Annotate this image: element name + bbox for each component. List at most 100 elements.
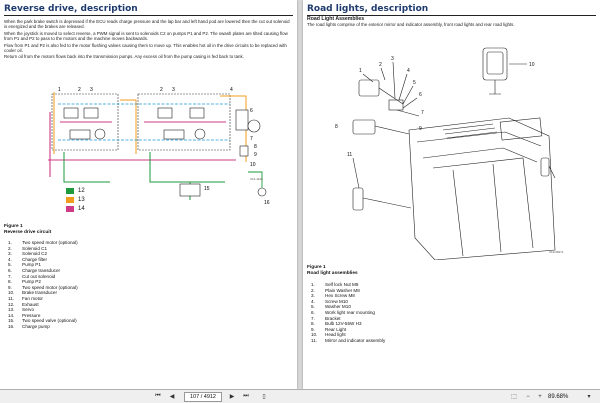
legend-swatch	[66, 187, 74, 194]
list-item: 8.Pump P2	[4, 279, 78, 285]
list-item-number: 13.	[8, 307, 15, 313]
svg-text:2: 2	[78, 87, 81, 93]
svg-text:8: 8	[335, 124, 338, 130]
list-item-text: Solenoid C1	[22, 245, 48, 251]
legend-swatch	[66, 205, 74, 212]
list-item-number: 4.	[8, 256, 12, 262]
page-number-input[interactable]: 107 / 4912	[184, 392, 222, 402]
list-item-text: Self lock Nut M8	[325, 282, 359, 287]
list-item-text: Pump P2	[22, 279, 41, 285]
section-subtitle: Road Light Assemblies	[307, 16, 365, 22]
list-item-number: 4.	[311, 298, 315, 304]
figure-caption: Figure 1 Road light assemblies	[307, 265, 358, 276]
list-item-text: Brake transducer	[22, 290, 57, 296]
list-item-number: 6.	[8, 267, 12, 273]
page-header: Road lights, description	[307, 4, 596, 16]
prev-page-icon[interactable]: ◀	[169, 394, 175, 400]
list-item: 2. Solenoid C1	[4, 246, 78, 252]
list-item-number: 5.	[311, 304, 315, 310]
page-header: Reverse drive, description	[4, 4, 293, 16]
zoom-level[interactable]: 89.68%	[548, 393, 569, 400]
next-page-icon[interactable]: ▶	[229, 394, 235, 400]
list-item: 10.Head light	[307, 332, 385, 338]
list-item-number: 1.	[311, 282, 315, 287]
first-page-icon[interactable]: ⏮	[155, 393, 161, 399]
paragraph: Return oil from the motors flows back in…	[4, 54, 244, 60]
list-item-number: 7.	[8, 273, 12, 279]
list-item-number: 2.	[311, 287, 315, 293]
svg-text:3: 3	[90, 87, 93, 93]
svg-text:6: 6	[419, 92, 422, 98]
list-item-text: Two speed valve (optional)	[22, 318, 77, 324]
list-item-number: 2.	[8, 245, 12, 251]
list-item-text: Charge filter	[22, 256, 48, 262]
list-item: 3.Hex Screw M8	[307, 293, 385, 299]
list-item-text: Work light rear mounting	[325, 309, 375, 315]
list-item-number: 6.	[311, 309, 315, 315]
list-item: 1. Self lock Nut M8	[307, 282, 385, 288]
zoom-in-icon[interactable]: +	[538, 393, 542, 400]
zoom-out-icon[interactable]: −	[526, 393, 530, 400]
list-item-text: Head light	[325, 332, 346, 338]
legend-swatch	[66, 196, 74, 203]
diagram-code: V14-1108	[250, 177, 263, 181]
paragraph: When the joystick is moved to select rev…	[4, 30, 288, 42]
list-item-text: Charge pump	[22, 323, 50, 329]
parts-list: 1. Two speed motor (optional) 2. Solenoid C…	[4, 240, 78, 330]
svg-text:2: 2	[379, 62, 382, 68]
list-item-text: Cut out solenoid	[22, 273, 56, 279]
svg-text:6: 6	[250, 108, 253, 114]
svg-text:9: 9	[254, 152, 257, 158]
figure-caption: Figure 1 Reverse drive circuit	[4, 224, 51, 235]
list-item-number: 16.	[8, 323, 15, 329]
document-page-right: Road lights, description Road Light Asse…	[303, 0, 600, 389]
svg-text:11: 11	[347, 152, 352, 158]
list-item: 9.Rear Light	[307, 327, 385, 333]
list-item-number: 15.	[8, 318, 15, 324]
figure-title: Reverse drive circuit	[4, 229, 52, 235]
list-item: 9.Two speed motor (optional)	[4, 285, 78, 291]
list-item-number: 14.	[8, 312, 15, 318]
figure-label: Figure 1	[307, 265, 326, 270]
fit-width-icon[interactable]: ⬚	[511, 394, 517, 400]
list-item-text: Plain Washer M8	[325, 287, 360, 293]
list-item-number: 10.	[8, 290, 15, 296]
last-page-icon[interactable]: ⏭	[243, 393, 249, 399]
list-item-text: Washer M10	[325, 304, 351, 310]
list-item: 15. Two speed valve (optional)	[4, 318, 78, 324]
list-item-number: 11.	[8, 295, 15, 301]
list-item-text: Pressure	[22, 312, 41, 318]
fit-page-icon[interactable]: ▯	[262, 394, 266, 400]
description-text: When the park brake switch is depressed …	[4, 19, 291, 61]
list-item-text: Bracket	[325, 315, 341, 321]
figure-label: Figure 1	[4, 224, 23, 229]
list-item: 10. Brake transducer	[4, 290, 78, 296]
list-item-number: 9.	[8, 284, 12, 290]
svg-text:10: 10	[529, 62, 535, 68]
list-item: 11.Fan motor	[4, 296, 78, 302]
list-item: 12.Exhaust	[4, 302, 78, 308]
list-item-number: 8.	[311, 321, 315, 327]
list-item-text: Mirror and indicator assembly	[325, 337, 386, 343]
list-item: 4.Screw M10	[307, 299, 385, 305]
list-item-text: Pump P1	[22, 262, 41, 268]
document-viewer[interactable]: Reverse drive, description When the park…	[0, 0, 600, 389]
legend-item: 12	[66, 186, 85, 195]
svg-text:8: 8	[254, 144, 257, 150]
document-page-left: Reverse drive, description When the park…	[0, 0, 297, 389]
list-item-text: Two speed motor (optional)	[22, 240, 78, 245]
svg-text:3: 3	[172, 87, 175, 93]
figure-title: Road light assemblies	[307, 270, 358, 276]
description-text: Road Light Assemblies The road lights co…	[307, 16, 594, 29]
paragraph: The road lights comprise of the exterior…	[307, 22, 515, 28]
list-item-number: 1.	[8, 240, 12, 245]
list-item: 11.Mirror and indicator assembly	[307, 338, 385, 344]
chevron-down-icon[interactable]: ▾	[587, 394, 591, 400]
list-item-number: 7.	[311, 315, 315, 321]
list-item-text: Charge transducer	[22, 267, 61, 273]
list-item-number: 12.	[8, 301, 15, 307]
svg-text:3: 3	[391, 56, 394, 62]
svg-text:16: 16	[264, 200, 270, 206]
